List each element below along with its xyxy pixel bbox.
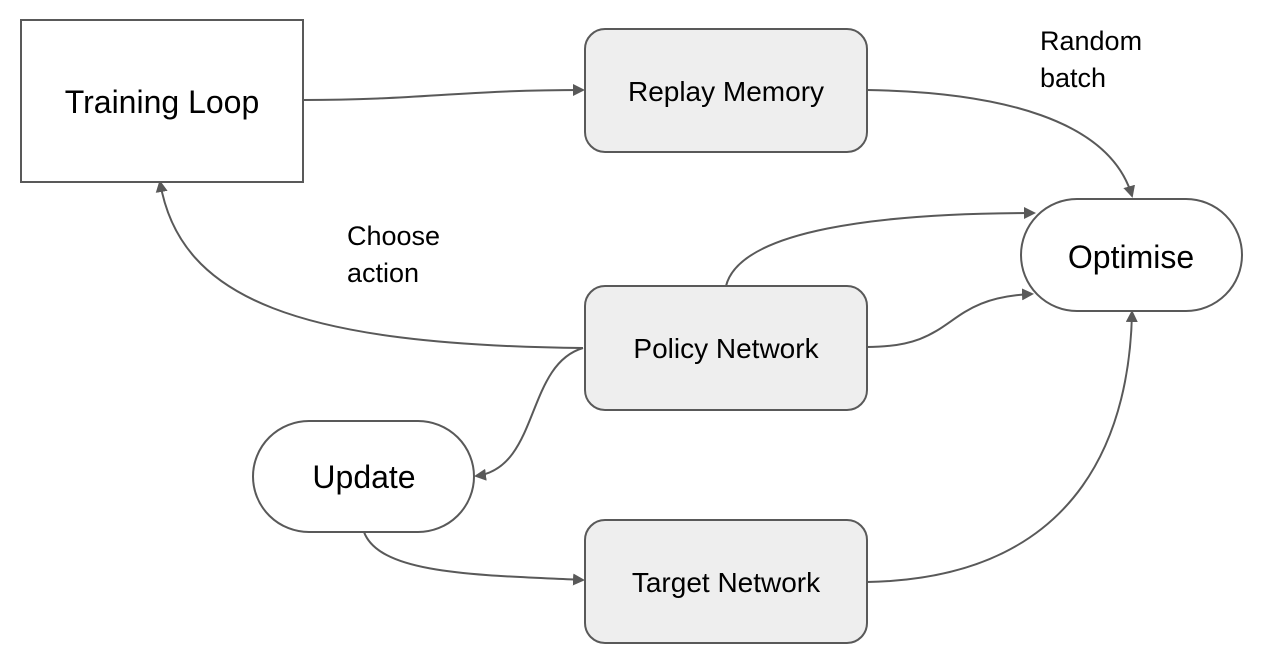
edge-policy-network-to-update — [474, 347, 584, 481]
node-replay-memory-label: Replay Memory — [628, 76, 824, 107]
node-policy-network-label: Policy Network — [633, 333, 819, 364]
node-target-network: Target Network — [584, 519, 868, 644]
edge-label-random-batch: Random batch — [1040, 26, 1142, 93]
edge-replay-memory-to-optimise — [866, 89, 1135, 198]
edge-label-choose-action: Choose action — [347, 221, 440, 288]
node-policy-network: Policy Network — [584, 285, 868, 411]
edge-policy-network-right-to-optimise — [866, 288, 1034, 348]
edge-label-random-batch-line-2: batch — [1040, 63, 1106, 93]
node-target-network-label: Target Network — [632, 567, 821, 598]
edge-label-choose-action-line-2: action — [347, 258, 419, 288]
node-optimise-label: Optimise — [1068, 239, 1194, 275]
node-update-label: Update — [312, 459, 415, 495]
node-optimise: Optimise — [1020, 198, 1243, 312]
edge-policy-network-to-training-loop — [155, 180, 584, 349]
node-training-loop: Training Loop — [20, 19, 304, 183]
edge-label-random-batch-line-1: Random — [1040, 26, 1142, 56]
edge-update-to-target-network — [363, 531, 585, 586]
node-replay-memory: Replay Memory — [584, 28, 868, 153]
edge-policy-network-top-to-optimise — [725, 207, 1036, 287]
node-training-loop-label: Training Loop — [65, 84, 260, 120]
node-update: Update — [252, 420, 475, 533]
edge-label-choose-action-line-1: Choose — [347, 221, 440, 251]
edge-target-network-to-optimise — [866, 310, 1138, 583]
edge-training-loop-to-replay-memory — [302, 84, 585, 101]
